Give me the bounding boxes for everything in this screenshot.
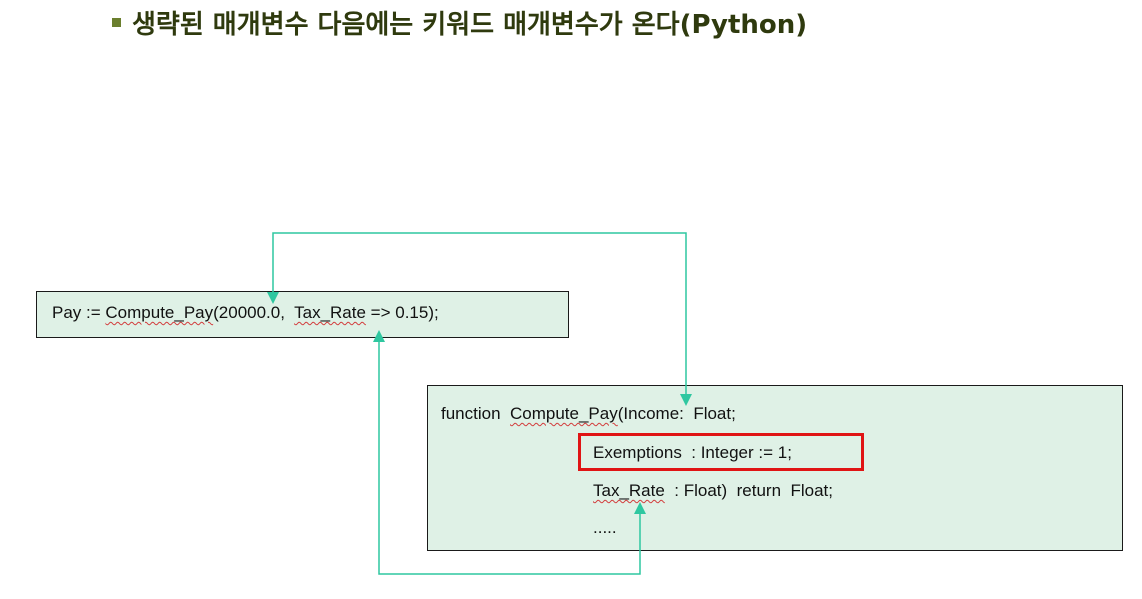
arrowhead-income [680, 394, 692, 406]
arrow-income-path [272, 232, 687, 394]
func-params-start: (Income: Float; [617, 404, 736, 423]
call-prefix: Pay := [52, 303, 106, 322]
title-bullet [112, 18, 121, 27]
func-line-tax-rate: Tax_Rate : Float) return Float; [593, 481, 833, 501]
call-statement-box [36, 291, 569, 338]
arrowhead-call [267, 292, 279, 304]
call-keyword: Tax_Rate [294, 303, 366, 322]
func-line-exemptions: Exemptions : Integer := 1; [593, 443, 792, 462]
arrow-tax-rate-path [378, 336, 641, 575]
func-line-tax-rate-rest: : Float) return Float; [664, 481, 833, 500]
arrowhead-tax-rate-param [634, 502, 646, 514]
call-func-name: Compute_Pay [105, 303, 214, 322]
func-name: Compute_Pay [510, 404, 618, 423]
func-keyword: function [441, 404, 510, 423]
omitted-parameter-highlight [578, 433, 864, 471]
param-tax-rate: Tax_Rate [593, 481, 665, 500]
func-line-ellipsis: ..... [593, 518, 617, 537]
func-line-1: function Compute_Pay(Income: Float; [441, 404, 736, 424]
call-statement: Pay := Compute_Pay(20000.0, Tax_Rate => … [52, 303, 439, 323]
arrowhead-tax-rate-call [373, 330, 385, 342]
call-suffix: => 0.15); [365, 303, 439, 322]
call-open: (20000.0, [213, 303, 295, 322]
page-title: 생략된 매개변수 다음에는 키워드 매개변수가 온다(Python) [132, 10, 808, 40]
